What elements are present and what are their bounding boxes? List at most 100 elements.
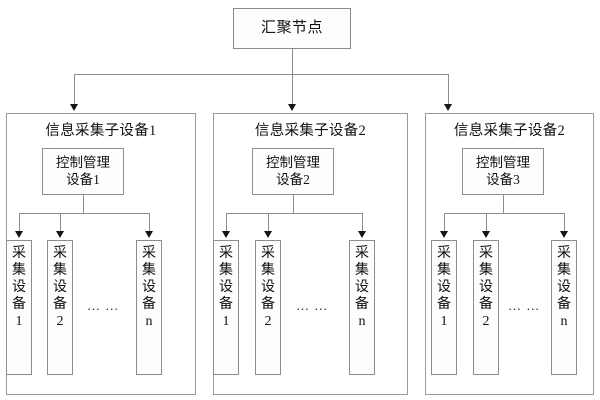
leaf-device-1-n: 采 集 设 备 n <box>136 240 162 375</box>
connector-ctrl-bus-1 <box>19 213 149 214</box>
leaf-char: 集 <box>53 263 67 279</box>
connector-root-bus <box>74 74 448 75</box>
connector-ctrl-bus-3 <box>444 213 564 214</box>
leaf-device-3-2: 采 集 设 备 2 <box>473 240 499 375</box>
leaf-char: 2 <box>264 314 272 330</box>
leaf-char: 采 <box>53 246 67 261</box>
ellipsis-group-3: … … <box>508 298 541 313</box>
group-title-3: 信息采集子设备2 <box>453 123 566 139</box>
leaf-char: 集 <box>437 263 451 279</box>
leaf-char: 集 <box>142 263 156 279</box>
leaf-char: 设 <box>261 280 275 296</box>
control-device-line1-1: 控制管理 <box>56 154 110 170</box>
arrowhead-ctrl-to-leaf-3-1 <box>439 231 448 238</box>
leaf-char: 采 <box>12 246 26 261</box>
leaf-device-3-n: 采 集 设 备 n <box>551 240 577 375</box>
control-device-box-2: 控制管理 设备2 <box>252 148 334 195</box>
connector-ctrl-stem-2 <box>293 195 294 213</box>
control-device-line2-1: 设备1 <box>66 171 100 187</box>
control-device-line1-2: 控制管理 <box>266 154 320 170</box>
leaf-char: 采 <box>142 246 156 261</box>
node-aggregation-label: 汇聚节点 <box>260 20 323 37</box>
node-aggregation: 汇聚节点 <box>233 8 351 49</box>
leaf-char: 设 <box>53 280 67 296</box>
leaf-char: 采 <box>219 246 233 261</box>
leaf-device-2-2: 采 集 设 备 2 <box>255 240 281 375</box>
leaf-char: 2 <box>482 314 490 330</box>
connector-root-stem <box>292 49 293 74</box>
leaf-char: 设 <box>142 280 156 296</box>
leaf-device-1-2: 采 集 设 备 2 <box>47 240 73 375</box>
arrowhead-root-to-group-2 <box>287 104 296 111</box>
control-device-line2-2: 设备2 <box>276 171 310 187</box>
connector-ctrl-drop-1-3 <box>149 213 150 233</box>
connector-ctrl-stem-1 <box>83 195 84 213</box>
arrowhead-ctrl-to-leaf-3-2 <box>481 231 490 238</box>
leaf-char: 采 <box>261 246 275 261</box>
connector-ctrl-drop-3-2 <box>486 213 487 233</box>
connector-ctrl-bus-2 <box>226 213 362 214</box>
leaf-device-2-1: 采 集 设 备 1 <box>213 240 239 375</box>
arrowhead-ctrl-to-leaf-1-1 <box>14 231 23 238</box>
leaf-char: 备 <box>53 297 67 313</box>
connector-ctrl-drop-2-1 <box>226 213 227 233</box>
leaf-char: 集 <box>557 263 571 279</box>
leaf-char: 设 <box>557 280 571 296</box>
leaf-char: 设 <box>437 280 451 296</box>
leaf-char: n <box>145 314 153 330</box>
ellipsis-group-2: … … <box>296 298 329 313</box>
group-title-1: 信息采集子设备1 <box>45 123 157 139</box>
connector-ctrl-drop-1-2 <box>60 213 61 233</box>
leaf-char: 备 <box>142 297 156 313</box>
leaf-char: 2 <box>56 314 64 330</box>
leaf-char: 备 <box>355 297 369 313</box>
connector-root-drop-2 <box>292 74 293 107</box>
leaf-char: 1 <box>222 314 230 330</box>
ellipsis-group-1: … … <box>87 298 120 313</box>
leaf-char: 采 <box>479 246 493 261</box>
connector-ctrl-drop-2-3 <box>362 213 363 233</box>
control-device-line2-3: 设备3 <box>486 171 520 187</box>
leaf-char: n <box>358 314 366 330</box>
leaf-char: 设 <box>12 280 26 296</box>
leaf-char: 集 <box>479 263 493 279</box>
leaf-char: 集 <box>219 263 233 279</box>
leaf-char: 集 <box>12 263 26 279</box>
connector-ctrl-drop-1-1 <box>19 213 20 233</box>
connector-root-drop-3 <box>448 74 449 107</box>
leaf-char: 采 <box>437 246 451 261</box>
control-device-line1-3: 控制管理 <box>476 154 530 170</box>
arrowhead-root-to-group-3 <box>443 104 452 111</box>
group-title-2: 信息采集子设备2 <box>254 123 367 139</box>
leaf-char: n <box>560 314 568 330</box>
leaf-char: 备 <box>479 297 493 313</box>
leaf-char: 1 <box>15 314 23 330</box>
arrowhead-root-to-group-1 <box>69 104 78 111</box>
leaf-device-3-1: 采 集 设 备 1 <box>431 240 457 375</box>
leaf-char: 采 <box>355 246 369 261</box>
leaf-char: 集 <box>261 263 275 279</box>
leaf-char: 设 <box>355 280 369 296</box>
connector-ctrl-stem-3 <box>503 195 504 213</box>
leaf-char: 备 <box>261 297 275 313</box>
connector-ctrl-drop-3-3 <box>564 213 565 233</box>
arrowhead-ctrl-to-leaf-1-3 <box>144 231 153 238</box>
connector-ctrl-drop-3-1 <box>444 213 445 233</box>
leaf-device-2-n: 采 集 设 备 n <box>349 240 375 375</box>
leaf-device-1-1: 采 集 设 备 1 <box>6 240 32 375</box>
arrowhead-ctrl-to-leaf-3-3 <box>559 231 568 238</box>
arrowhead-ctrl-to-leaf-2-3 <box>357 231 366 238</box>
leaf-char: 备 <box>219 297 233 313</box>
leaf-char: 1 <box>440 314 448 330</box>
arrowhead-ctrl-to-leaf-2-2 <box>263 231 272 238</box>
control-device-box-3: 控制管理 设备3 <box>462 148 544 195</box>
leaf-char: 采 <box>557 246 571 261</box>
leaf-char: 备 <box>437 297 451 313</box>
leaf-char: 设 <box>479 280 493 296</box>
control-device-box-1: 控制管理 设备1 <box>42 148 124 195</box>
arrowhead-ctrl-to-leaf-2-1 <box>221 231 230 238</box>
leaf-char: 集 <box>355 263 369 279</box>
arrowhead-ctrl-to-leaf-1-2 <box>55 231 64 238</box>
leaf-char: 备 <box>557 297 571 313</box>
